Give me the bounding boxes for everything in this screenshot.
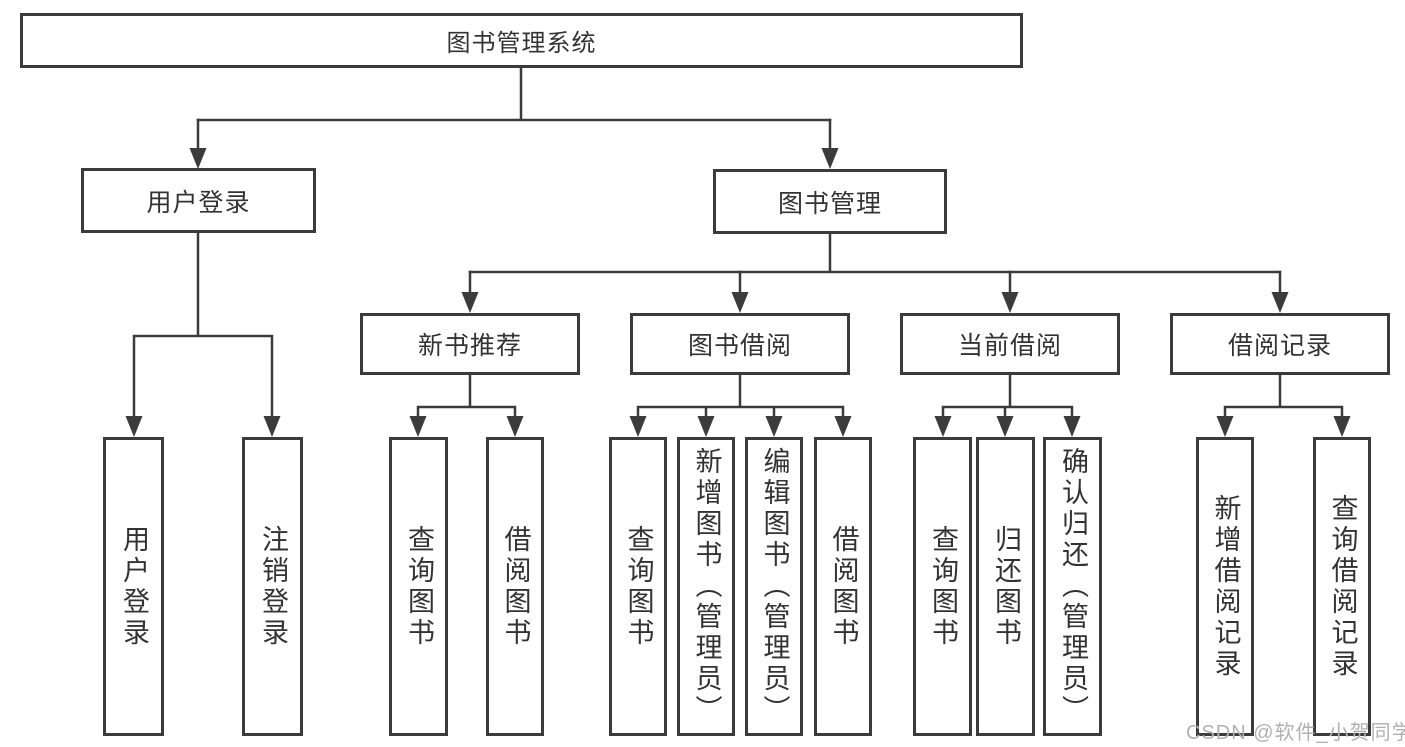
watermark: CSDN @软件_小贺同学 [1186,722,1405,744]
leaf-add-borrow-record: 新增借阅记录 [1196,437,1254,736]
leaf-user-login: 用户登录 [103,437,164,736]
leaf-borrow-books-recommend: 借阅图书 [486,437,544,736]
leaf-query-books-borrowing: 查询图书 [609,437,667,736]
leaf-query-borrow-record: 查询借阅记录 [1313,437,1371,736]
node-borrowing-records: 借阅记录 [1170,313,1390,375]
leaf-borrow-books-borrowing: 借阅图书 [814,437,872,736]
leaf-confirm-return-admin: 确认归还（管理员） [1043,437,1102,736]
node-new-book-recommend: 新书推荐 [360,313,580,375]
leaf-query-books-recommend: 查询图书 [389,437,448,736]
node-current-borrowing: 当前借阅 [900,313,1120,375]
node-book-borrowing: 图书借阅 [630,313,850,375]
node-book-management: 图书管理 [713,169,947,234]
leaf-edit-book-admin: 编辑图书（管理员） [745,437,803,736]
leaf-logout: 注销登录 [242,437,303,736]
leaf-query-books-current: 查询图书 [913,437,972,736]
leaf-add-book-admin: 新增图书（管理员） [677,437,735,736]
node-user-login: 用户登录 [81,168,316,233]
node-library-management-system: 图书管理系统 [20,13,1023,68]
leaf-return-books: 归还图书 [976,437,1035,736]
